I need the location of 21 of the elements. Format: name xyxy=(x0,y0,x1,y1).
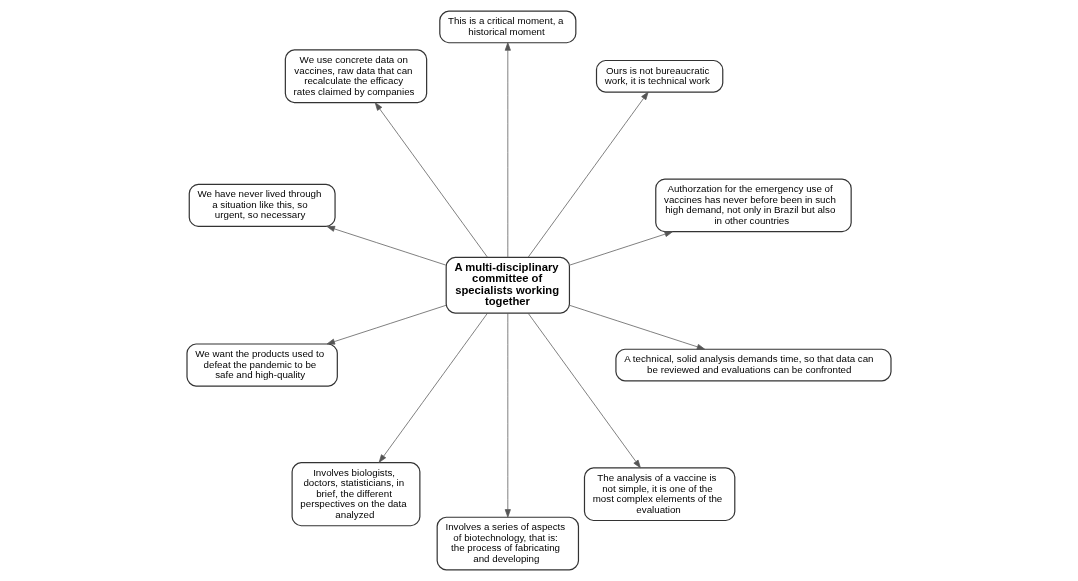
arrow xyxy=(504,312,511,518)
arrow xyxy=(378,312,488,463)
arrow xyxy=(527,91,649,258)
node-box: We want the products used to defeat the pandemic to be safe and high-quality xyxy=(186,343,338,387)
arrow xyxy=(569,231,673,266)
node-box: A multi-disciplinary committee of specialists working together xyxy=(445,256,571,314)
node-box: A technical, solid analysis demands time, so that data can be reviewed and evaluations can be confronted xyxy=(615,348,892,382)
node-box: The analysis of a vaccine is not simple, it is one of the most complex elements of the evaluation xyxy=(583,467,736,522)
arrow xyxy=(374,102,488,258)
node-box: Involves biologists, doctors, statisticians, in brief, the different perspectives on the data analyzed xyxy=(291,462,421,527)
node-box: This is a critical moment, a historical moment xyxy=(439,10,577,44)
node-box: Authorzation for the emergency use of vaccines has never before been in such high demand, not only in Brazil but also in other countries xyxy=(655,178,852,233)
arrow xyxy=(569,304,706,350)
node-box: Involves a series of aspects of biotechnology, that is: the process of fabricating and developing xyxy=(436,516,580,571)
arrow xyxy=(326,304,447,345)
node-box: Ours is not bureaucratic work, it is technical work xyxy=(595,59,724,93)
node-box: We have never lived through a situation like this, so urgent, so necessary xyxy=(188,183,336,228)
node-box: We use concrete data on vaccines, raw data that can recalculate the efficacy rates claimed by companies xyxy=(284,49,428,104)
arrow xyxy=(527,312,641,469)
arrow xyxy=(504,42,511,258)
arrow xyxy=(326,225,447,266)
